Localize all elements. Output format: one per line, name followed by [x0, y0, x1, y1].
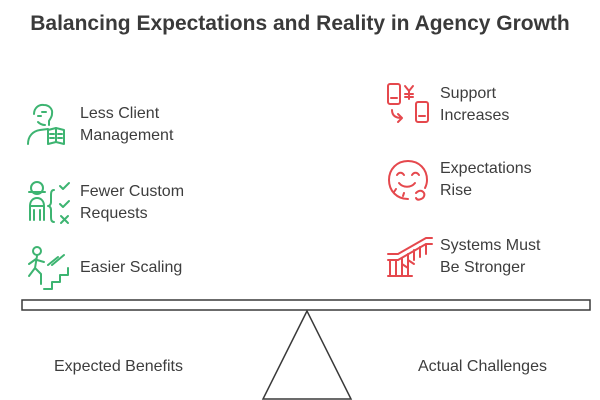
- challenge-label-line2: Increases: [440, 107, 510, 124]
- challenge-item-systems: Systems Must Be Stronger: [384, 232, 540, 282]
- benefit-label-line1: Less Client: [80, 105, 160, 122]
- hopeful-face-icon: [388, 160, 428, 201]
- bridge-icon: [387, 237, 433, 277]
- balance-beam: [21, 299, 591, 311]
- currency-exchange-icon: [387, 83, 429, 123]
- reading-person-icon: [27, 103, 65, 145]
- challenge-label-line1: Support: [440, 85, 497, 102]
- benefit-label-line1: Fewer Custom: [80, 183, 185, 200]
- benefit-item-client-management: Less Client Management: [24, 100, 173, 150]
- climbing-stairs-icon: [28, 246, 69, 290]
- person-checklist-icon: [28, 181, 70, 224]
- challenge-item-expectations: Expectations Rise: [384, 155, 532, 205]
- challenge-label-line1: Systems Must: [440, 237, 541, 254]
- benefit-label-line2: Requests: [80, 205, 148, 222]
- balance-fulcrum: [261, 309, 353, 400]
- benefit-label-line1: Easier Scaling: [80, 259, 183, 276]
- page-title: Balancing Expectations and Reality in Ag…: [30, 12, 570, 35]
- footer-right-label: Actual Challenges: [418, 358, 547, 375]
- challenge-item-support: Support Increases: [384, 80, 509, 130]
- challenge-label-line2: Rise: [440, 182, 473, 199]
- benefit-label-line2: Management: [80, 127, 174, 144]
- benefit-item-easier-scaling: Easier Scaling: [24, 243, 182, 293]
- challenge-label-line2: Be Stronger: [440, 259, 526, 276]
- challenge-label-line1: Expectations: [440, 160, 532, 177]
- benefit-item-custom-requests: Fewer Custom Requests: [24, 178, 184, 228]
- footer-left-label: Expected Benefits: [54, 358, 183, 375]
